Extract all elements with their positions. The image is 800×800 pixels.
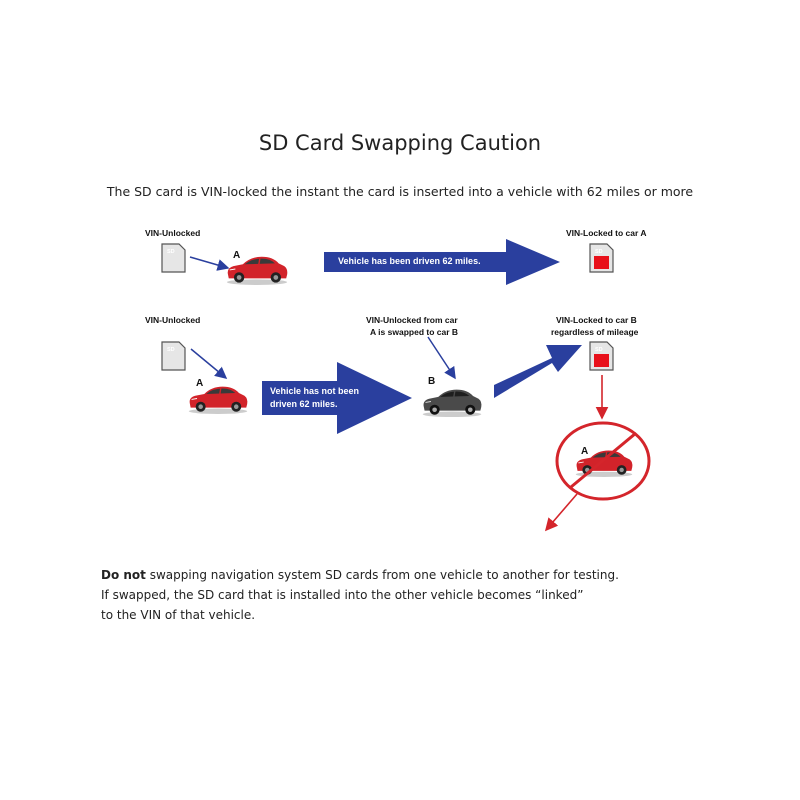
- label-vin-locked-b-line2: regardless of mileage: [551, 326, 638, 338]
- label-vin-unlocked-row1: VIN-Unlocked: [145, 227, 200, 239]
- car-letter-a-row2: A: [196, 378, 203, 389]
- caution-line-3: to the VIN of that vehicle.: [101, 605, 721, 625]
- label-swap-line2: A is swapped to car B: [370, 326, 458, 338]
- caution-line-1-text: swapping navigation system SD cards from…: [146, 568, 619, 582]
- red-car-a-row2: [189, 387, 248, 414]
- arrow-text-row1: Vehicle has been driven 62 miles.: [338, 255, 481, 268]
- red-car-a-row1: [227, 257, 287, 285]
- car-letter-b: B: [428, 376, 435, 387]
- caution-line-2: If swapped, the SD card that is installe…: [101, 585, 721, 605]
- prohibited-car-a-sign: [557, 423, 649, 499]
- insert-arrow-row1: [190, 257, 228, 268]
- caution-line-1: Do not swapping navigation system SD car…: [101, 565, 721, 585]
- swap-callout-arrow: [428, 337, 455, 378]
- sd-card-locked-b: SD: [590, 342, 613, 370]
- sd-card-unlocked-row2: SD: [162, 342, 185, 370]
- label-vin-unlocked-row2: VIN-Unlocked: [145, 314, 200, 326]
- label-vin-locked-a: VIN-Locked to car A: [566, 227, 646, 239]
- label-swap-line1: VIN-Unlocked from car: [366, 314, 458, 326]
- grey-car-b: [423, 390, 482, 417]
- sd-card-label: SD: [167, 347, 175, 353]
- arrow-text-row2-line1: Vehicle has not been: [270, 385, 359, 398]
- sd-card-label: SD: [167, 249, 175, 255]
- car-letter-a-prohibited: A: [581, 446, 588, 457]
- sd-card-unlocked-row1: SD: [162, 244, 185, 272]
- sd-card-locked-a: SD: [590, 244, 613, 272]
- caution-bold-lead: Do not: [101, 568, 146, 582]
- sd-card-label: SD: [595, 347, 603, 353]
- red-exit-arrow: [546, 494, 577, 530]
- caution-note: Do not swapping navigation system SD car…: [101, 565, 721, 625]
- sd-card-label: SD: [595, 249, 603, 255]
- swap-to-car-b-arrow: [494, 345, 582, 398]
- car-letter-a-row1: A: [233, 250, 240, 261]
- insert-arrow-row2: [191, 349, 226, 378]
- label-vin-locked-b-line1: VIN-Locked to car B: [556, 314, 637, 326]
- arrow-text-row2-line2: driven 62 miles.: [270, 398, 338, 411]
